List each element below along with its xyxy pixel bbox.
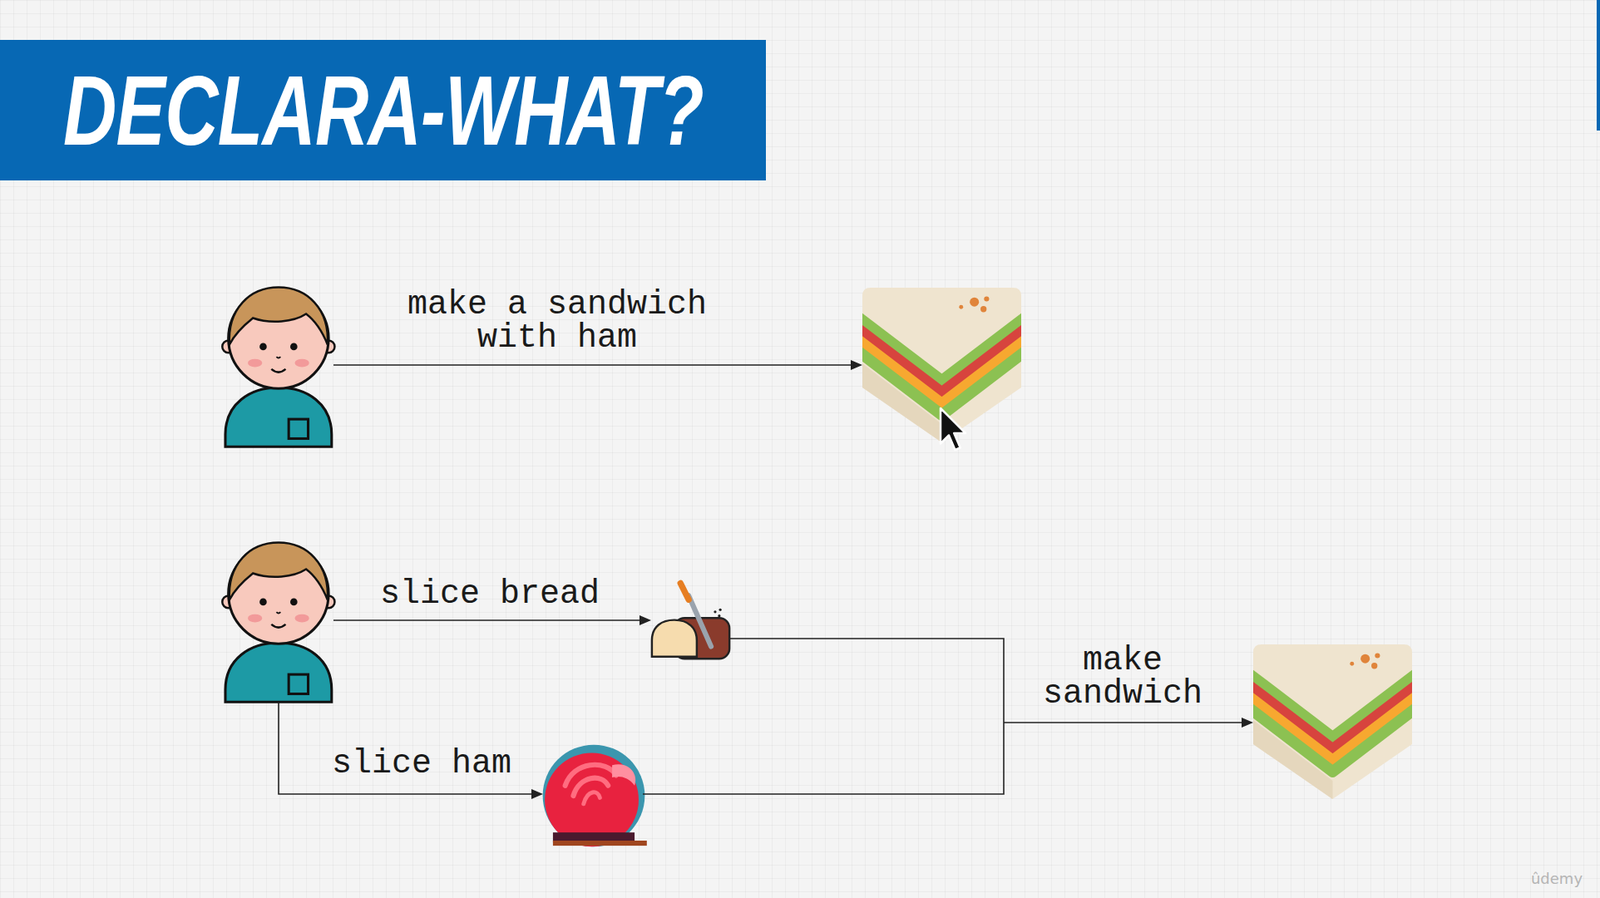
arrowheads [531,360,1254,800]
title-text: DECLARA-WHAT? [63,61,704,160]
arrow-label: slice bread [380,575,600,613]
person-icon [222,287,335,448]
arrow-label: make sandwich [1042,641,1203,713]
sandwich-icon [856,287,1028,451]
arrow-label-box: slice bread [380,577,600,612]
edge-bar [1596,0,1600,131]
arrow-label: make a sandwich with ham [407,286,707,357]
arrow-label-box: slice ham [331,747,512,781]
ham-icon [543,745,647,848]
watermark-box: ûdemy [1530,869,1583,889]
title-banner: DECLARA-WHAT? [0,39,766,181]
mouse-cursor [940,408,966,450]
arrow-label-box: make a sandwich with ham [382,288,732,356]
flow-lines [278,365,1245,795]
bread-icon [651,582,730,659]
sandwich-icon [1247,644,1419,808]
arrow-label: slice ham [331,745,512,783]
watermark: ûdemy [1530,869,1583,888]
arrow-label-box: make sandwich [1014,644,1231,712]
person-icon [222,543,335,703]
